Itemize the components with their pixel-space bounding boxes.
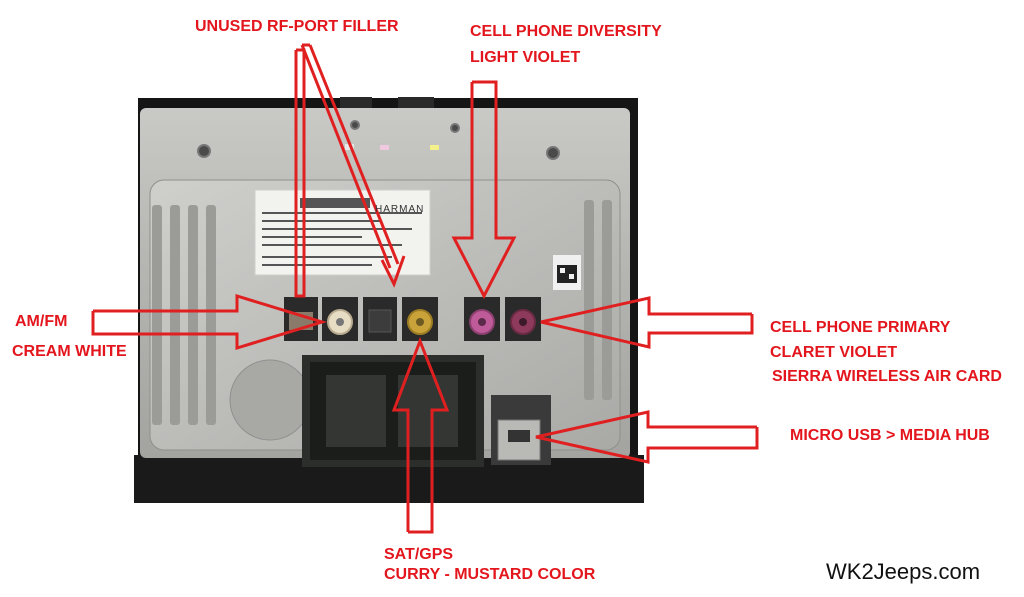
label-cell-primary-color: CLARET VIOLET (770, 344, 898, 361)
site-credit: WK2Jeeps.com (826, 559, 981, 584)
arrow-unused-rf (294, 43, 406, 298)
label-sat-gps-title: SAT/GPS (384, 546, 454, 563)
qr-sticker (553, 255, 581, 290)
label-sat-gps-color: CURRY - MUSTARD COLOR (384, 566, 596, 583)
rf-connector-row (284, 297, 541, 341)
screw-holes (197, 120, 560, 160)
arrow-micro-usb (535, 410, 759, 464)
label-unused-rf-port-filler: UNUSED RF-PORT FILLER (195, 18, 399, 35)
label-cell-primary-title: CELL PHONE PRIMARY (770, 319, 951, 336)
label-am-fm-title: AM/FM (15, 313, 68, 330)
arrow-sat-gps (391, 336, 450, 534)
harman-brand-text: HARMAN (375, 204, 425, 215)
micro-usb-port (491, 395, 551, 465)
label-cell-primary-card: SIERRA WIRELESS AIR CARD (772, 368, 1002, 385)
arrow-cell-primary (540, 296, 754, 349)
harman-label-sticker (254, 189, 431, 276)
label-cell-diversity-color: LIGHT VIOLET (470, 49, 581, 66)
label-am-fm-color: CREAM WHITE (12, 343, 127, 360)
arrow-cell-diversity (451, 80, 517, 300)
cooling-fins (152, 200, 612, 425)
arrow-am-fm (91, 293, 328, 351)
label-micro-usb: MICRO USB > MEDIA HUB (790, 427, 990, 444)
label-cell-diversity-title: CELL PHONE DIVERSITY (470, 23, 662, 40)
